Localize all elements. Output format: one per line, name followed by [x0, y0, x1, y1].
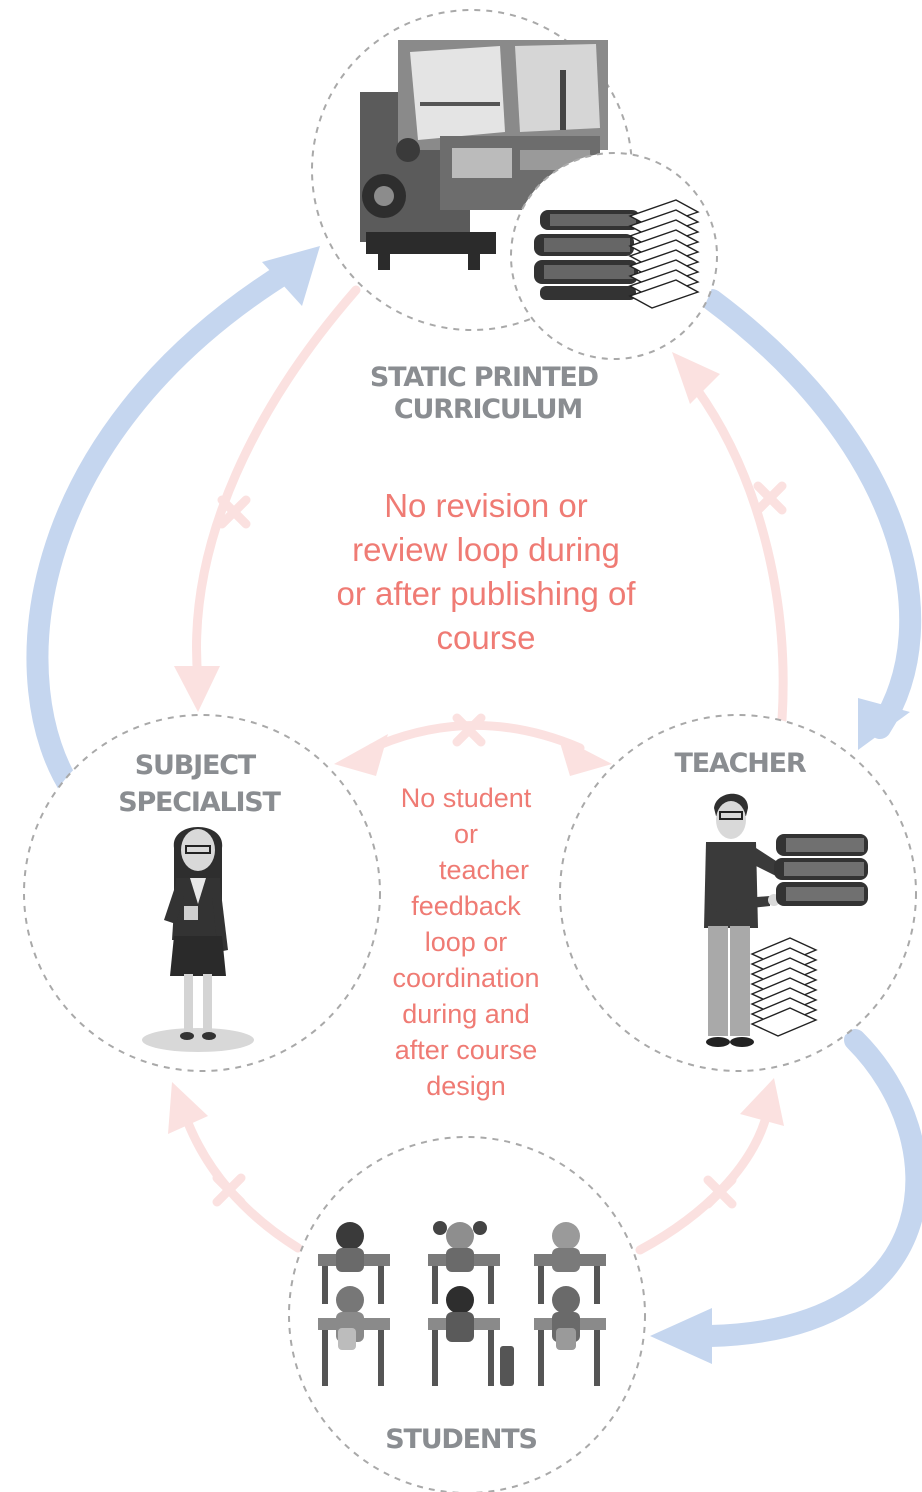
- blue-arrowheads: [262, 246, 910, 1364]
- note-line: loop or: [424, 927, 508, 957]
- arrowhead-to-curriculum-right: [672, 352, 720, 404]
- teacher-books-icon: [774, 834, 868, 906]
- pink-arrowheads: [168, 352, 784, 1134]
- x-mark: [452, 713, 486, 747]
- arrowhead-to-specialist-bottom: [168, 1082, 208, 1134]
- students-label-line-1: STUDENTS: [385, 1424, 537, 1455]
- specialist-label: SUBJECT SPECIALIST: [118, 750, 281, 818]
- blocked-x-marks: [212, 481, 787, 1209]
- students-at-desks-icon: [318, 1221, 606, 1386]
- student-desk-row: [318, 1286, 606, 1386]
- x-mark: [212, 1173, 246, 1207]
- flow-arrow-curriculum-to-teacher: [701, 289, 922, 739]
- flow-arrow-specialist-to-curriculum: [26, 259, 301, 801]
- printing-press-icon: [360, 40, 608, 270]
- no-revision-note: No revision or review loop during or aft…: [296, 484, 676, 660]
- no-feedback-note: No student or teacher feedback loop or c…: [366, 780, 566, 1104]
- teacher-label: TEACHER: [674, 748, 806, 779]
- note-line: No student: [400, 783, 532, 813]
- arrowhead-to-teacher-left: [558, 736, 612, 776]
- specialist-label-line-1: SUBJECT: [135, 750, 257, 781]
- blocked-teacher-curriculum: [691, 383, 788, 725]
- note-line: course: [436, 619, 536, 656]
- arrowhead-teacher: [858, 698, 910, 750]
- teacher-paper-stack-icon: [750, 937, 818, 1037]
- note-line: or: [453, 819, 478, 849]
- flow-arrow-teacher-to-students: [699, 1029, 922, 1347]
- note-line: teacher: [438, 855, 530, 885]
- note-line: design: [426, 1071, 506, 1101]
- note-line: coordination: [392, 963, 540, 993]
- note-line: feedback: [411, 891, 521, 921]
- teacher-with-books-icon: [704, 793, 868, 1047]
- curriculum-label: STATIC PRINTED CURRICULUM: [370, 362, 606, 425]
- note-line: or after publishing of: [336, 575, 636, 612]
- note-line: during and: [402, 999, 530, 1029]
- note-line: review loop during: [352, 531, 620, 568]
- x-mark: [753, 481, 787, 515]
- students-label: STUDENTS: [385, 1424, 537, 1455]
- arrowhead-curriculum: [262, 246, 320, 306]
- curriculum-label-line-1: STATIC PRINTED: [370, 362, 598, 393]
- arrowhead-to-specialist-top: [174, 666, 220, 712]
- arrowhead-students: [650, 1308, 712, 1364]
- student-desk-row: [318, 1221, 606, 1304]
- note-line: No revision or: [384, 487, 588, 524]
- arrowhead-to-specialist-left: [334, 734, 388, 776]
- books-stack-icon: [534, 199, 700, 309]
- woman-specialist-icon: [142, 827, 254, 1052]
- blue-flow-arrows: [26, 259, 922, 1347]
- x-mark: [217, 495, 251, 529]
- paper-stack-icon: [628, 199, 700, 309]
- teacher-label-line-1: TEACHER: [674, 748, 806, 779]
- arrowhead-to-teacher-bottom: [740, 1078, 784, 1126]
- x-mark: [703, 1175, 737, 1209]
- curriculum-label-line-2: CURRICULUM: [394, 394, 582, 425]
- specialist-label-line-2: SPECIALIST: [118, 787, 281, 818]
- note-line: after course: [394, 1035, 538, 1065]
- blocked-curriculum-specialist: [192, 285, 361, 685]
